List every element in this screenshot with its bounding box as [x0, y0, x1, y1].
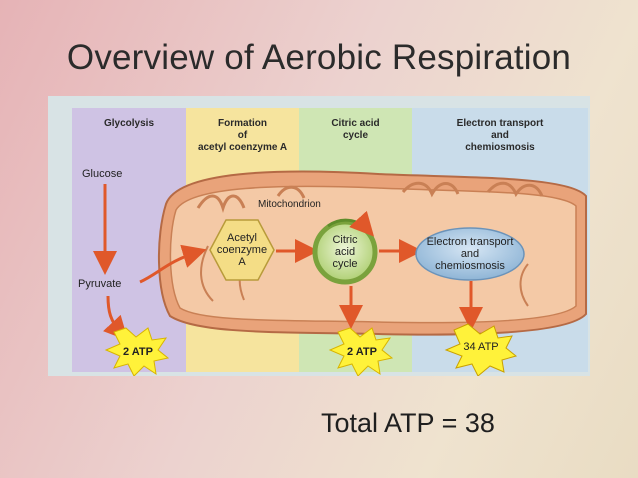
- acetyl-coa-hexagon: [209, 219, 275, 281]
- total-atp-label: Total ATP = 38: [321, 408, 495, 438]
- etc-ellipse: [415, 227, 525, 281]
- etc-label: Electron transport and chemiosmosis: [426, 236, 514, 272]
- acetyl-coa-header: Formation of acetyl coenzyme A: [197, 118, 288, 153]
- diagram-graphics: [93, 170, 587, 376]
- respiration-diagram: Glycolysis Formation of acetyl coenzyme …: [48, 96, 590, 376]
- glucose-label: Glucose: [82, 168, 123, 180]
- pyruvate-to-acetyl-arrow: [139, 244, 207, 284]
- pyruvate-label: Pyruvate: [78, 278, 122, 290]
- mitochondrion-label: Mitochondrion: [258, 199, 321, 210]
- citric-acid-circle: [312, 219, 378, 285]
- atp-label-etc: 34 ATP: [463, 341, 499, 353]
- atp-star-glycolysis: [104, 327, 170, 376]
- electron-transport-header: Electron transport and chemiosmosis: [456, 118, 544, 153]
- pyruvate-to-atp-arrow: [103, 295, 129, 341]
- citric-cycle-label: Citric acid cycle: [332, 234, 358, 270]
- atp-star-citric: [328, 327, 394, 376]
- citric-acid-header: Citric acid cycle: [331, 118, 380, 141]
- atp-label-citric: 2 ATP: [347, 346, 377, 358]
- atp-label-glycolysis: 2 ATP: [123, 346, 153, 358]
- glycolysis-header: Glycolysis: [103, 118, 155, 129]
- acetyl-coa-label: Acetyl coenzyme A: [216, 232, 268, 268]
- atp-star-etc: [444, 323, 518, 376]
- slide-title: Overview of Aerobic Respiration: [66, 38, 572, 77]
